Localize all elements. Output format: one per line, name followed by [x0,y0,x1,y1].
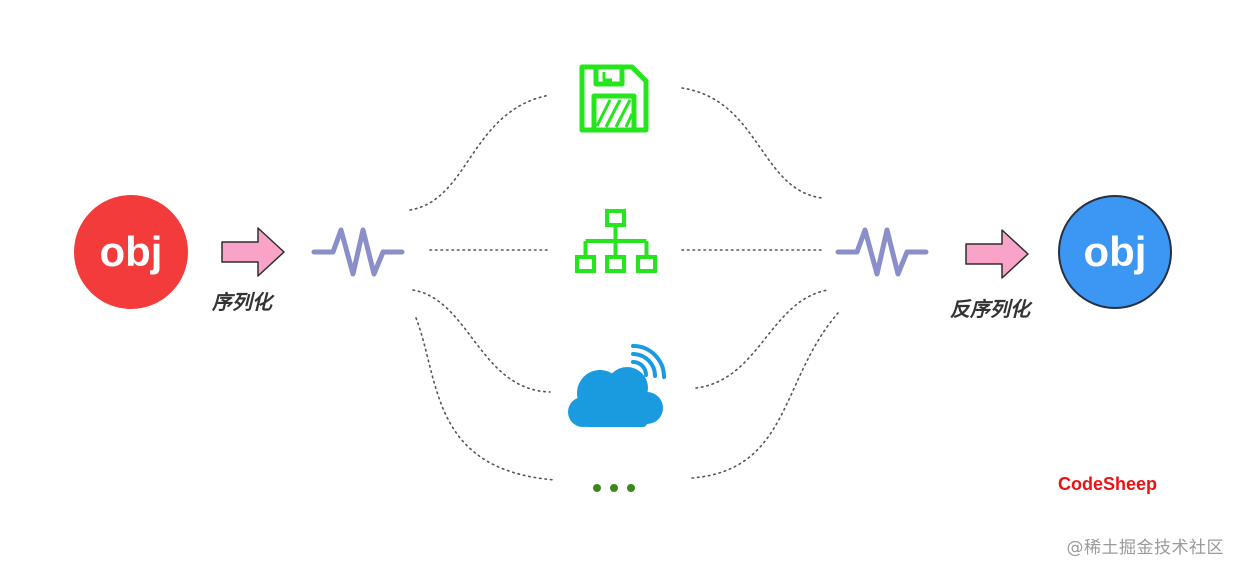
more-dots-icon [593,484,635,492]
connector-left-to-storage [409,94,551,211]
deserialize-label: 反序列化 [950,297,1030,321]
connector-left-to-cloud [412,289,551,393]
deserialize-arrow-icon [965,229,1029,279]
serialize-arrow-icon [221,227,285,277]
serialize-label: 序列化 [212,290,272,314]
target-object-label: obj [1084,228,1147,275]
connector-storage-to-right [681,87,823,199]
connector-cloud-to-right [695,289,829,389]
floppy-disk-icon [579,64,649,133]
target-object: obj [1058,195,1172,309]
watermark: @稀土掘金技术社区 [1066,538,1224,558]
network-tree-icon [575,209,657,273]
signal-wave-icon-left [311,227,405,277]
brand-label: CodeSheep [1058,474,1158,494]
signal-wave-icon-right [835,227,929,277]
source-object: obj [74,195,188,309]
cloud-wireless-icon [568,344,666,427]
connector-left-to-more [415,317,556,481]
connector-lines [409,87,839,481]
connector-more-to-right [691,312,839,479]
source-object-label: obj [100,228,163,275]
